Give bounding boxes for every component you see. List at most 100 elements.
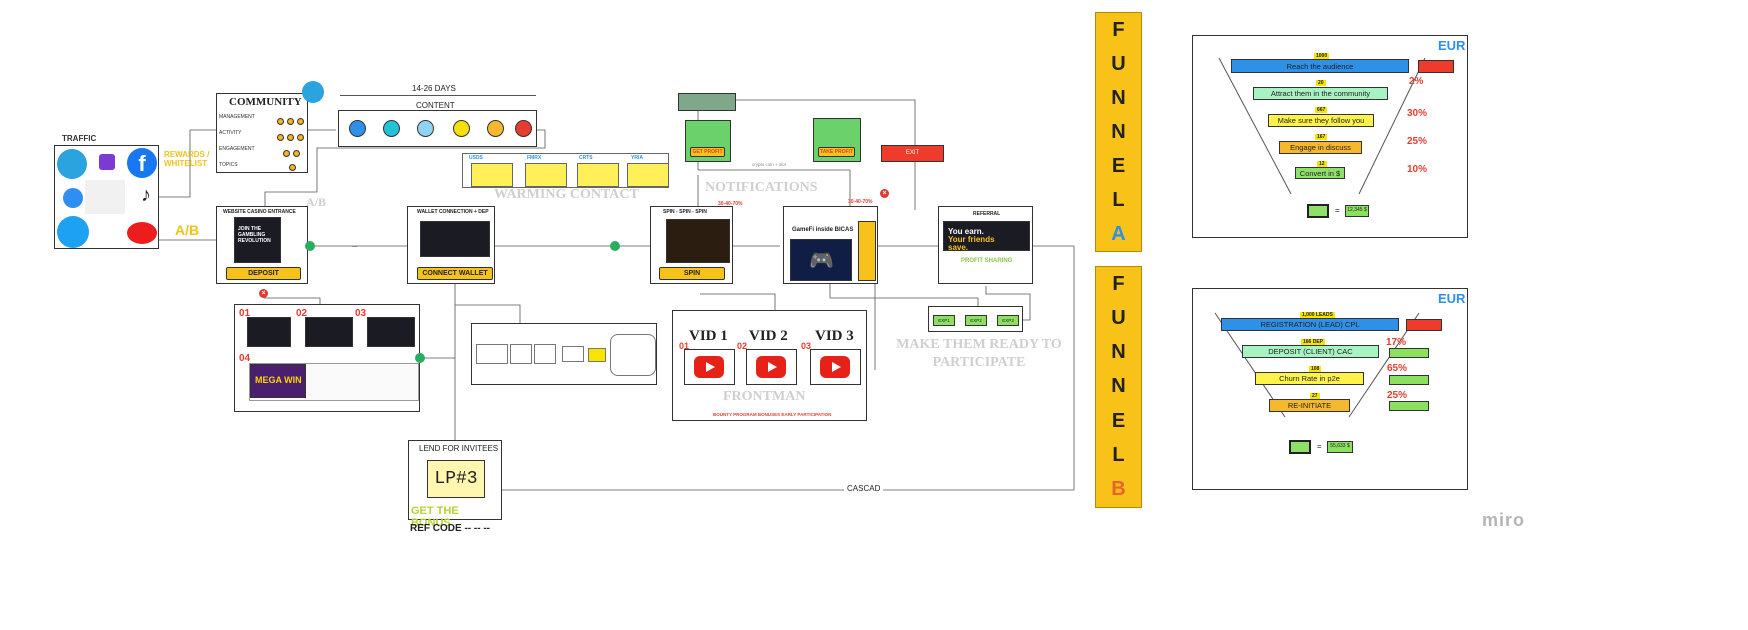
website-box: WEBSITE CASINO ENTRANCE JOIN THE GAMBLIN… — [216, 206, 308, 284]
funnel-letter: N — [1111, 120, 1126, 143]
twitch-icon — [99, 154, 115, 170]
spin-rate-label: 30-40-70% — [718, 201, 743, 207]
tiktok-icon: ♪ — [141, 184, 151, 206]
mega-win-text: MEGA WIN — [255, 375, 302, 385]
frontman-note: BOUNTY PROGRAM BONUSES EARLY PARTICIPATI… — [713, 412, 832, 417]
funnel-a-stage: Reach the audience — [1231, 59, 1409, 73]
youtube-icon — [127, 222, 157, 244]
warming-card — [525, 163, 567, 187]
referral-banner-line: Your friends save. — [948, 235, 995, 252]
cost-chip — [1418, 60, 1454, 73]
funnel-letter: F — [1112, 18, 1125, 41]
cost-chip — [1406, 319, 1442, 331]
lend-title: LEND FOR INVITEES — [419, 444, 499, 453]
funnel-b-letters: F U N N E L B — [1095, 266, 1142, 508]
conversion-percent: 30% — [1407, 108, 1428, 119]
spin-box: SPIN - SPIN - SPIN SPIN — [650, 206, 733, 284]
activity-dot — [287, 134, 294, 141]
stage-count: 20 — [1316, 80, 1326, 86]
funnel-b-currency: EUR — [1438, 291, 1466, 306]
exp-chip: EXP1 — [933, 315, 955, 326]
funnel-b-panel: EUR 1,000 LEADS REGISTRATION (LEAD) CPL … — [1192, 288, 1468, 490]
banner-number: 01 — [239, 308, 251, 319]
miro-logo: miro — [1482, 510, 1526, 530]
exit-box[interactable]: EXIT — [881, 145, 944, 162]
telegram-icon — [57, 149, 87, 179]
funnel-letter: F — [1112, 272, 1125, 295]
wallet-title: WALLET CONNECTION + DEP — [417, 209, 489, 215]
video-label: VID 1 — [689, 328, 728, 344]
warming-tab: FMRX — [527, 155, 542, 161]
youtube-play-icon — [756, 356, 786, 378]
notifications-ghost-label: NOTIFICATIONS — [705, 180, 818, 195]
community-box: COMMUNITY MANAGEMENT ACTIVITY ENGAGEMENT… — [216, 93, 308, 173]
stage-count: 1,000 LEADS — [1300, 312, 1335, 318]
banner-screenshot — [247, 317, 291, 347]
cost-chip — [1389, 375, 1429, 385]
flow-node — [588, 348, 606, 362]
funnel-a-total: 12,345 $ — [1345, 205, 1369, 217]
banner-number: 03 — [355, 308, 367, 319]
funnel-letter: A — [1111, 222, 1126, 245]
gamefi-side-panel — [858, 221, 876, 281]
banner-screenshot — [305, 317, 353, 347]
spin-title: SPIN - SPIN - SPIN — [663, 209, 707, 215]
ref-code-label: REF CODE -- -- -- — [410, 523, 490, 534]
slot-screenshot — [666, 219, 730, 263]
ad-networks-icon — [85, 180, 125, 214]
stage-count: 667 — [1315, 107, 1328, 113]
stage-count: 166 DEP — [1301, 339, 1326, 345]
activity-dot — [277, 134, 284, 141]
funnel-letter: N — [1111, 375, 1126, 398]
funnel-b-stage: Churn Rate in p2e — [1255, 372, 1364, 385]
community-title: COMMUNITY — [229, 96, 302, 108]
spin-button[interactable]: SPIN — [659, 267, 725, 280]
info-card — [678, 93, 736, 111]
community-row: ENGAGEMENT — [219, 146, 255, 152]
take-profit-button[interactable]: TAKE PROFIT — [818, 147, 855, 157]
flow-node — [476, 344, 508, 364]
community-row: ACTIVITY — [219, 130, 242, 136]
equals-sign: = — [1317, 442, 1322, 451]
funnel-letter: N — [1111, 86, 1126, 109]
funnel-a-outline — [1218, 57, 1426, 195]
conversion-percent: 2% — [1409, 76, 1424, 87]
video-thumb[interactable] — [746, 349, 797, 385]
funnel-a-stage: Convert in $ — [1295, 167, 1345, 179]
warming-box: USDS FMRX CRTS YRIA — [462, 153, 669, 188]
gamefi-box: GameFi inside BICAS 🎮 — [783, 206, 878, 284]
duration-line — [340, 95, 536, 96]
conversion-percent: 25% — [1387, 390, 1408, 401]
activity-dot — [293, 150, 300, 157]
content-dot — [383, 120, 400, 137]
conversion-percent: 10% — [1407, 164, 1428, 175]
get-profit-button[interactable]: GET PROFIT — [690, 147, 725, 157]
mega-win-screenshot: MEGA WIN — [250, 364, 306, 398]
banner-screenshot — [367, 317, 415, 347]
video-thumb[interactable] — [684, 349, 735, 385]
casino-banners-box: 01 02 03 04 MEGA WIN — [234, 304, 420, 412]
stage-count: 167 — [1315, 134, 1328, 140]
traffic-box: f ♪ — [54, 145, 159, 249]
deposit-button[interactable]: DEPOSIT — [226, 267, 301, 280]
gamefi-screenshot: 🎮 — [790, 239, 852, 281]
activity-dot — [283, 150, 290, 157]
funnel-a-stage: Make sure they follow you — [1268, 114, 1374, 127]
money-icon — [1289, 440, 1311, 454]
referral-banner: You earn. Your friends save. — [943, 221, 1030, 252]
check-icon — [610, 241, 620, 251]
frontman-box: VID 1 VID 2 VID 3 01 02 03 FRONTMAN BOUN… — [672, 310, 867, 421]
contacts-flow-box — [471, 323, 657, 385]
stage-count: 12 — [1317, 161, 1327, 167]
equals-sign: = — [1335, 206, 1340, 215]
flow-node — [510, 344, 532, 364]
connect-wallet-button[interactable]: CONNECT WALLET — [417, 267, 493, 280]
frontman-ghost-label: FRONTMAN — [723, 389, 806, 404]
banner-number: 02 — [296, 308, 308, 319]
traffic-title: TRAFFIC — [62, 134, 97, 143]
referral-title: REFERRAL — [973, 211, 1001, 217]
video-thumb[interactable] — [810, 349, 861, 385]
referral-box: REFERRAL You earn. Your friends save. PR… — [938, 206, 1033, 284]
activity-dot — [289, 164, 296, 171]
referral-banner-line: You earn. — [948, 227, 984, 236]
